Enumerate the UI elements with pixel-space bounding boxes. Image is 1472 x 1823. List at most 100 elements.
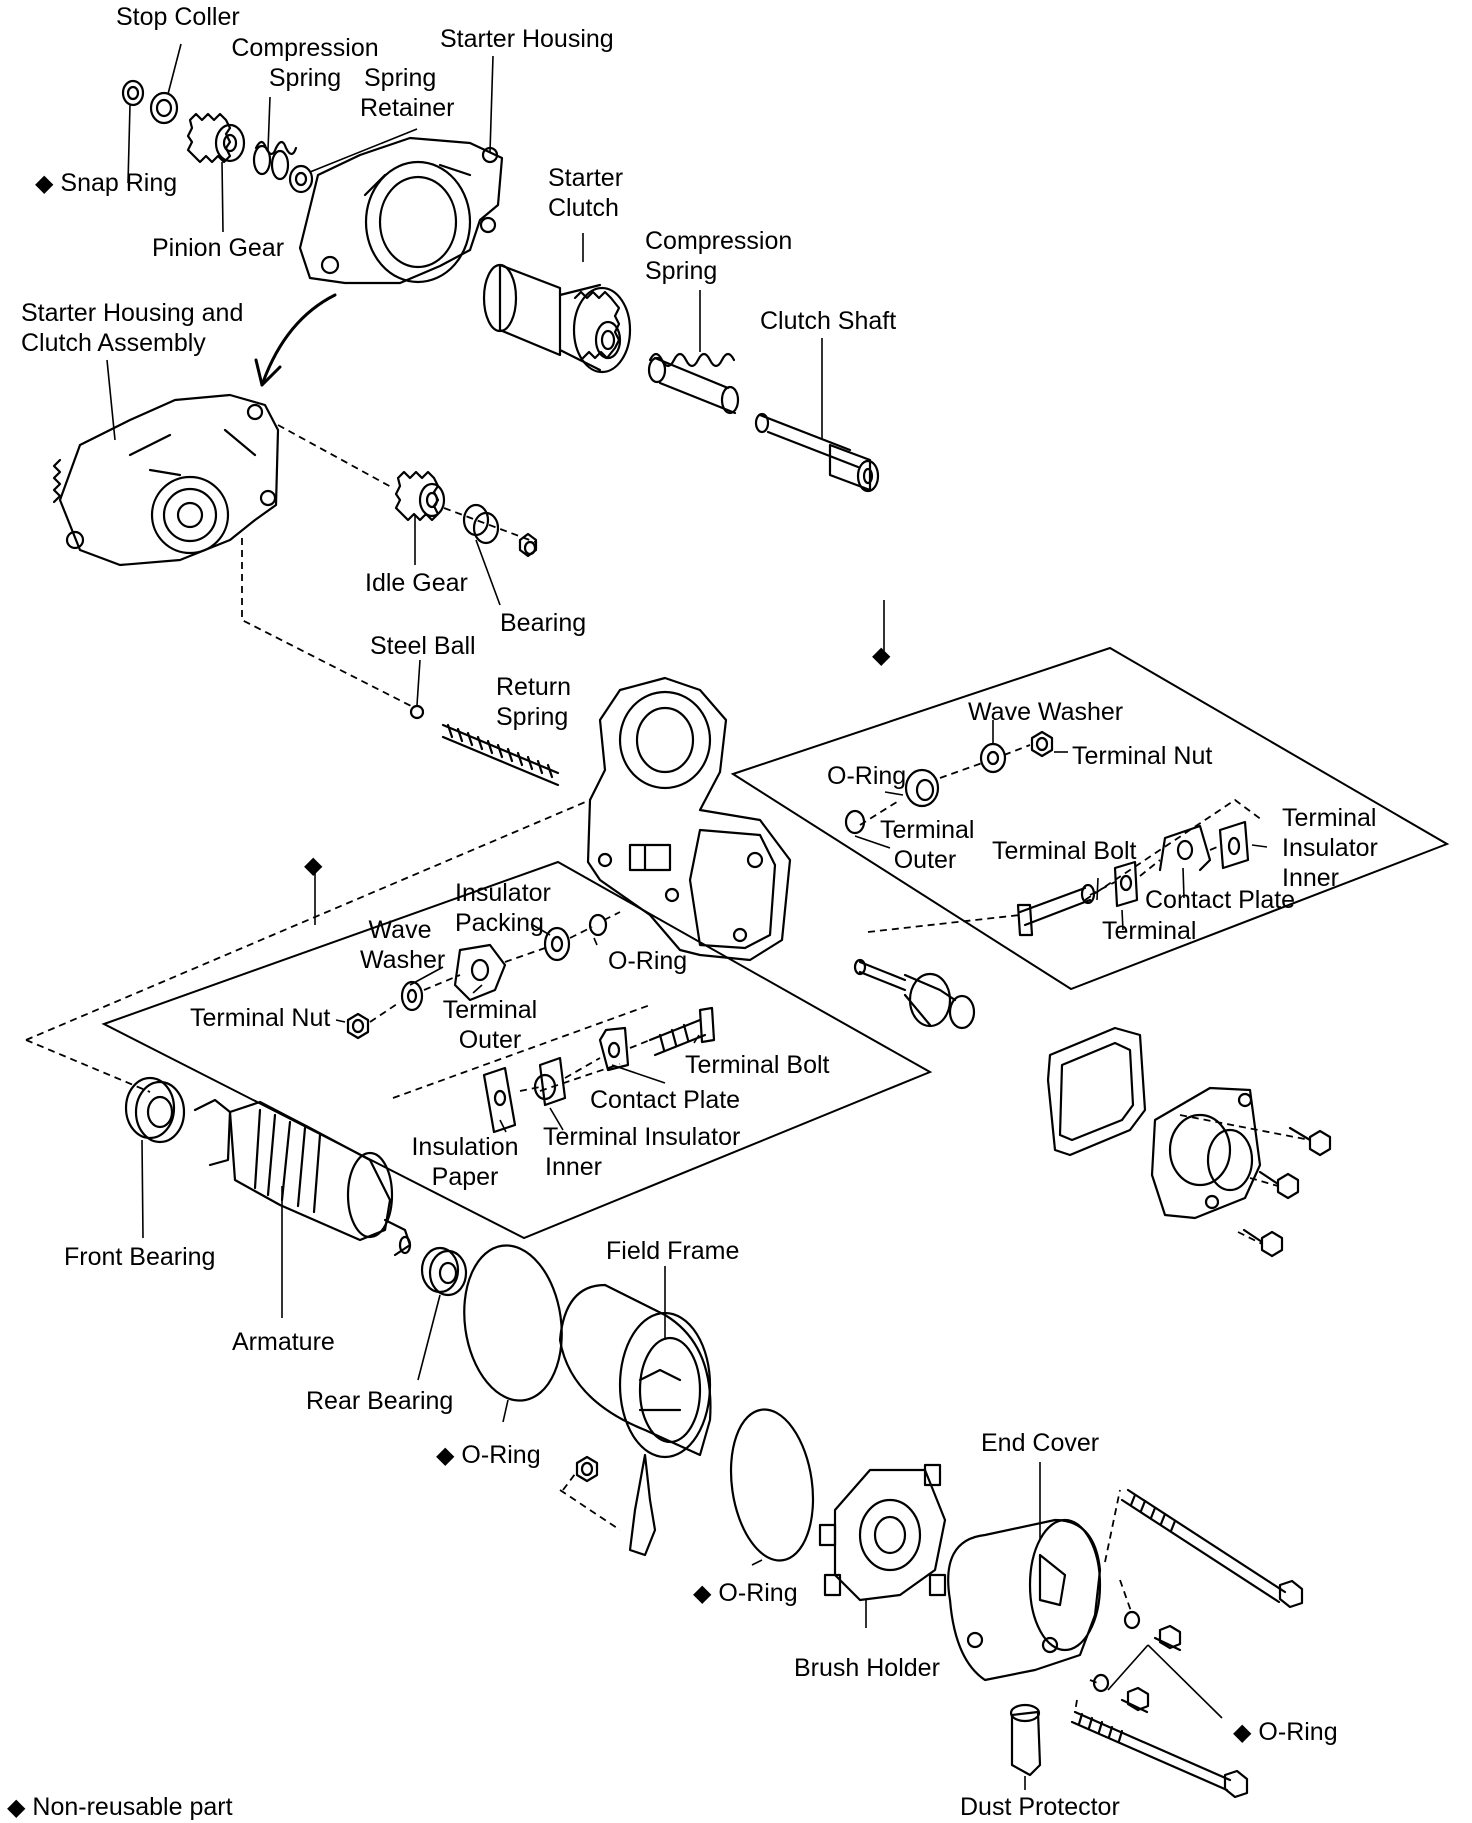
end-screws-and-o-rings xyxy=(1092,1610,1182,1714)
diamond-right-panel-icon: ◆ xyxy=(872,642,891,669)
label-field-frame: Field Frame xyxy=(606,1237,740,1265)
frame-nut-part xyxy=(575,1455,599,1483)
right-terminal-panel xyxy=(730,646,1450,991)
label-idle-gear: Idle Gear xyxy=(365,569,468,597)
label-rear-bearing: Rear Bearing xyxy=(306,1387,454,1415)
label-starter-housing: Starter Housing xyxy=(440,25,614,53)
compression-spring-large xyxy=(647,352,740,415)
o-ring-left-part xyxy=(588,913,608,937)
cover-gasket xyxy=(1046,1026,1147,1157)
label-clutch-shaft: Clutch Shaft xyxy=(760,307,897,335)
steel-ball-part xyxy=(409,704,425,720)
field-frame-part xyxy=(558,1283,712,1557)
starter-housing-clutch-assembly xyxy=(52,393,280,567)
label-contact-plate-right: Contact Plate xyxy=(1145,886,1296,914)
label-front-bearing: Front Bearing xyxy=(64,1243,216,1271)
label-terminal-nut-left: Terminal Nut xyxy=(190,1004,331,1032)
label-wave-washer-right: Wave Washer xyxy=(968,698,1124,726)
assembly-arrow-head xyxy=(254,358,282,387)
label-stop-coller: Stop Coller xyxy=(116,3,240,31)
stop-coller xyxy=(149,91,179,125)
label-steel-ball: Steel Ball xyxy=(370,632,476,660)
terminal-outer-left-part xyxy=(453,943,507,1002)
starter-clutch xyxy=(482,263,632,374)
label-terminal-bolt-left: Terminal Bolt xyxy=(685,1051,830,1079)
terminal-bolt-left-part xyxy=(648,1006,716,1057)
diamond-left-panel-icon: ◆ xyxy=(304,852,323,879)
through-bolt-upper xyxy=(1120,1488,1304,1609)
insulation-paper-part xyxy=(482,1066,517,1134)
legend: ◆ Non-reusable part xyxy=(7,1792,233,1823)
label-contact-plate-left: Contact Plate xyxy=(590,1086,741,1114)
label-o-ring-brush: ◆ O-Ring xyxy=(693,1579,798,1607)
end-cover-part xyxy=(947,1518,1102,1682)
plunger xyxy=(853,958,976,1030)
terminal-right-part xyxy=(1113,860,1139,908)
cover-bolts xyxy=(1242,1126,1332,1258)
terminal-nut-left-part xyxy=(346,1012,370,1040)
terminal-nut-right-part xyxy=(1030,730,1054,758)
pinion-gear xyxy=(186,112,246,164)
idle-gear xyxy=(394,470,446,522)
contact-plate-right-part xyxy=(1158,824,1212,872)
wave-washer-left-part xyxy=(400,980,424,1012)
non-reusable-diamond-icon: ◆ xyxy=(35,170,54,197)
label-end-cover: End Cover xyxy=(981,1429,1100,1457)
terminal-insulator-inner-left-part xyxy=(533,1056,567,1107)
o-ring-frame-part xyxy=(463,1244,563,1402)
legend-diamond-icon: ◆ xyxy=(7,1794,26,1821)
terminal-insulator-inner-right-part xyxy=(1218,820,1250,870)
starter-housing xyxy=(298,136,504,285)
brush-holder-part xyxy=(818,1463,947,1602)
compression-spring-small xyxy=(252,140,298,181)
leader-lines xyxy=(106,43,1268,1790)
label-o-ring-frame: ◆ O-Ring xyxy=(436,1441,541,1469)
label-snap-ring: ◆ Snap Ring xyxy=(35,169,178,197)
label-brush-holder: Brush Holder xyxy=(794,1654,940,1682)
label-terminal-right: Terminal xyxy=(1102,917,1197,945)
terminal-kit-panels xyxy=(101,646,1450,1240)
label-dust-protector: Dust Protector xyxy=(960,1793,1120,1821)
bearing-part xyxy=(462,503,538,558)
label-terminal-bolt-right: Terminal Bolt xyxy=(992,837,1137,865)
label-pinion-gear: Pinion Gear xyxy=(152,234,285,262)
switch-cover xyxy=(1150,1086,1262,1220)
clutch-shaft xyxy=(754,412,880,493)
return-spring-part xyxy=(441,723,560,787)
dust-protector-part xyxy=(1009,1703,1042,1777)
label-terminal-nut-right: Terminal Nut xyxy=(1072,742,1213,770)
label-bearing: Bearing xyxy=(500,609,587,637)
terminal-outer-right-part xyxy=(904,768,940,808)
label-o-ring-left: O-Ring xyxy=(608,947,688,975)
label-o-ring-end: ◆ O-Ring xyxy=(1233,1718,1338,1746)
through-bolt-lower xyxy=(1070,1710,1249,1799)
left-terminal-panel xyxy=(101,860,933,1240)
terminal-bolt-right-part xyxy=(1016,883,1096,937)
o-ring-brush-part xyxy=(729,1408,815,1562)
spring-retainer xyxy=(288,164,314,194)
magnetic-switch-housing xyxy=(586,676,792,962)
armature-part xyxy=(193,1098,412,1257)
insulator-packing-part xyxy=(543,926,571,962)
o-ring-right-part xyxy=(844,809,866,835)
label-armature: Armature xyxy=(232,1328,335,1356)
legend-text: Non-reusable part xyxy=(32,1793,233,1821)
rear-bearing-part xyxy=(420,1246,468,1297)
alignment-lines xyxy=(25,424,1311,1713)
front-bearing-part xyxy=(124,1076,186,1144)
assembly-arrow xyxy=(260,293,337,387)
